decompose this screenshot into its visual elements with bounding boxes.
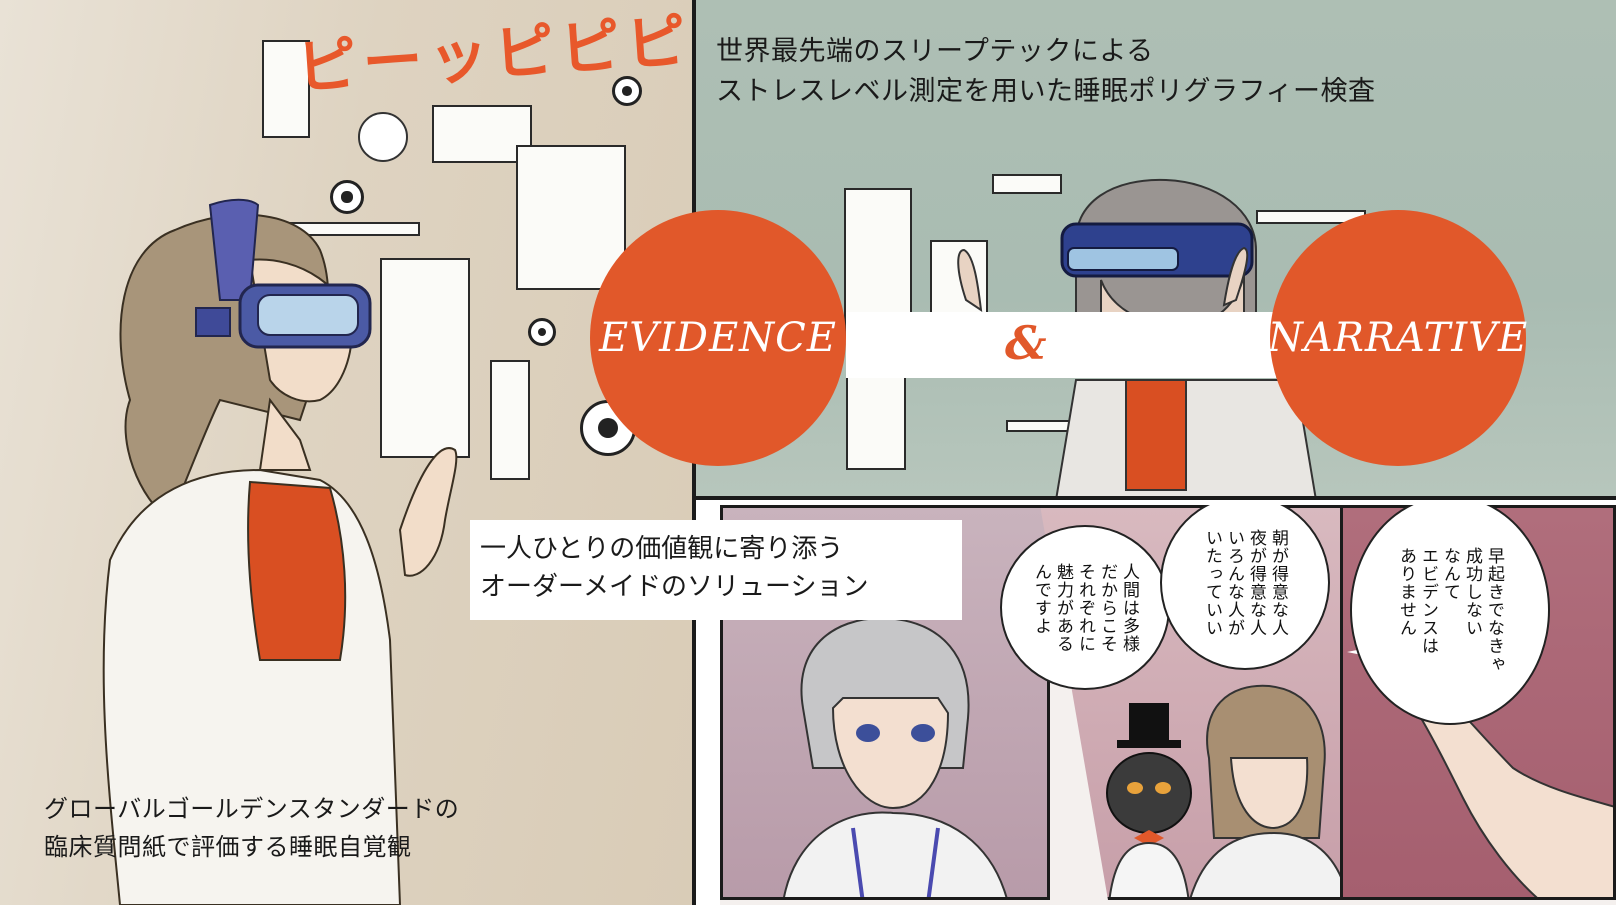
tech-dial (612, 76, 642, 106)
tech-window (516, 145, 626, 290)
headline-line: 世界最先端のスリープテックによる (716, 36, 1154, 67)
evidence-label: EVIDENCE (599, 315, 837, 361)
silver-hair-woman-figure (783, 616, 1008, 897)
caption-line: 臨床質問紙で評価する睡眠自覚観 (44, 833, 412, 861)
value-line: 一人ひとりの価値観に寄り添う (480, 534, 844, 564)
tech-window (380, 258, 470, 458)
narrative-circle: NARRATIVE (1267, 210, 1529, 466)
value-proposition-box: 一人ひとりの価値観に寄り添う オーダーメイドのソリューション (470, 520, 962, 620)
connector-band (846, 312, 1276, 378)
ampersand-symbol: & (1005, 316, 1047, 370)
speech-text: 朝が得意な人 夜が得意な人 いろんな人が いたっていい (1202, 528, 1288, 637)
woman-with-vr-headset-figure (102, 198, 458, 905)
speech-bubble-no-evidence: 早起きでなきゃ 成功しない なんて エビデンスは ありません (1350, 505, 1550, 725)
headline-line: ストレスレベル測定を用いた睡眠ポリグラフィー検査 (716, 76, 1376, 107)
cat-and-woman-figure (1106, 684, 1343, 897)
tech-dial (330, 180, 364, 214)
person-with-sleep-headband-figure (957, 178, 1317, 496)
tech-circle (358, 112, 408, 162)
speech-bubble-morning-night: 朝が得意な人 夜が得意な人 いろんな人が いたっていい (1160, 505, 1330, 670)
manga-panel-silver-hair (720, 505, 1050, 900)
speech-bubble-diversity: 人間は多様 だからこそ それぞれに 魅力がある んですよ (1000, 525, 1170, 690)
caption-line: グローバルゴールデンスタンダードの (44, 795, 460, 823)
tech-window (992, 174, 1062, 194)
headline-sleep-polygraphy: 世界最先端のスリープテックによる ストレスレベル測定を用いた睡眠ポリグラフィー検… (716, 32, 1375, 112)
illustration-panel-left: ピーッピピピ グローバルゴールデンスタンダードの 臨床質問紙で評価する睡眠自覚観 (0, 0, 696, 905)
value-line: オーダーメイドのソリューション (480, 572, 869, 602)
manga-panels: 人間は多様 だからこそ それぞれに 魅力がある んですよ 朝が得意な人 夜が得意… (720, 505, 1616, 905)
caption-sleep-questionnaire: グローバルゴールデンスタンダードの 臨床質問紙で評価する睡眠自覚観 (44, 790, 459, 866)
tech-dial (528, 318, 556, 346)
speech-text: 人間は多様 だからこそ それぞれに 魅力がある んですよ (1031, 562, 1139, 653)
tech-window (432, 105, 532, 163)
tech-window (490, 360, 530, 480)
tech-window (262, 40, 310, 138)
evidence-circle: EVIDENCE (590, 210, 846, 466)
narrative-label: NARRATIVE (1267, 315, 1529, 361)
speech-text: 早起きでなきゃ 成功しない なんて エビデンスは ありません (1396, 547, 1504, 673)
